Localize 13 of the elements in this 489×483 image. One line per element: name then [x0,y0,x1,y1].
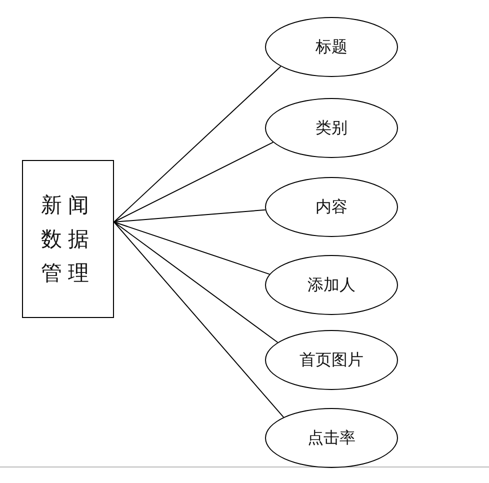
connector-line [114,222,278,343]
attribute-ellipse: 首页图片 [265,330,398,390]
connector-line [114,222,270,275]
attribute-ellipse: 点击率 [265,408,398,468]
connector-line [114,209,266,222]
connector-line [114,142,274,222]
connector-line [114,66,282,222]
attribute-ellipse: 添加人 [265,255,398,315]
attribute-ellipse: 类别 [265,98,398,158]
attribute-ellipse: 标题 [265,17,398,77]
connector-line [114,222,284,418]
attribute-ellipse: 内容 [265,177,398,237]
entity-box: 新闻数据管理 [22,160,114,318]
